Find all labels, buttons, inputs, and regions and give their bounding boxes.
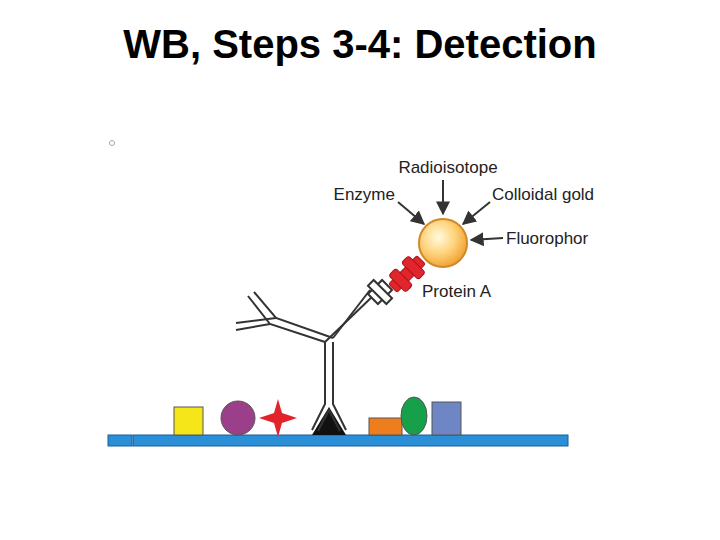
part-label: Colloidal gold — [492, 185, 594, 205]
secondary-antibody — [236, 290, 374, 342]
label-arrows — [398, 180, 503, 240]
part-label: Radioisotope — [398, 158, 497, 178]
part-label: Protein A — [422, 282, 491, 302]
protein-star — [259, 399, 297, 437]
slide-title: WB, Steps 3-4: Detection — [0, 22, 720, 67]
protein-block — [432, 402, 461, 435]
membrane-edge — [108, 435, 132, 446]
protein-ellipse — [401, 397, 427, 435]
part-label: Fluorophor — [506, 229, 588, 249]
protein-square — [174, 407, 203, 435]
membrane — [133, 435, 568, 446]
primary-antibody — [312, 342, 346, 431]
stray-dot — [110, 141, 115, 146]
part-label: Enzyme — [334, 185, 395, 205]
protein-circle — [221, 401, 255, 435]
protein-rect — [369, 418, 402, 435]
label-sphere — [419, 219, 467, 267]
